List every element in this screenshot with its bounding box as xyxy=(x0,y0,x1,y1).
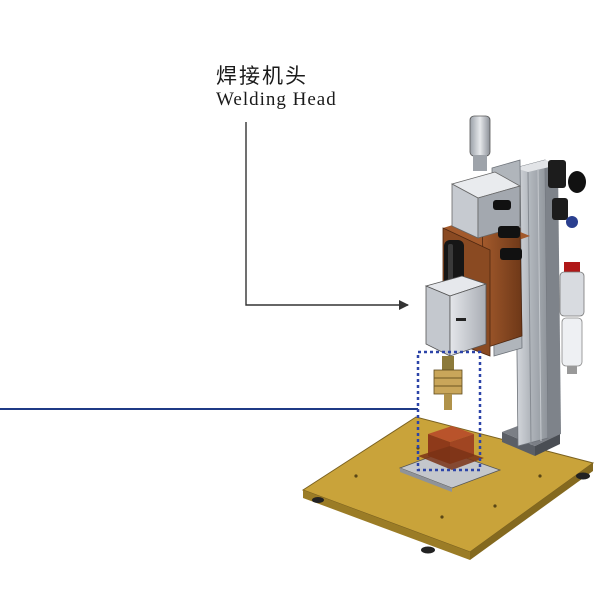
callout-leader-line xyxy=(245,122,409,310)
pneumatic-cylinder xyxy=(450,115,522,260)
adjust-knob xyxy=(444,240,464,286)
callout-label-chinese: 焊接机头 xyxy=(216,64,308,88)
callout-label-english: Welding Head xyxy=(216,89,337,109)
pneumatic-valves xyxy=(548,160,586,374)
vertical-column xyxy=(514,159,561,447)
welding-head-box xyxy=(424,275,488,357)
welding-horn xyxy=(433,356,463,410)
workpiece-block xyxy=(418,426,484,470)
fixture-highlight-frame xyxy=(416,350,482,472)
